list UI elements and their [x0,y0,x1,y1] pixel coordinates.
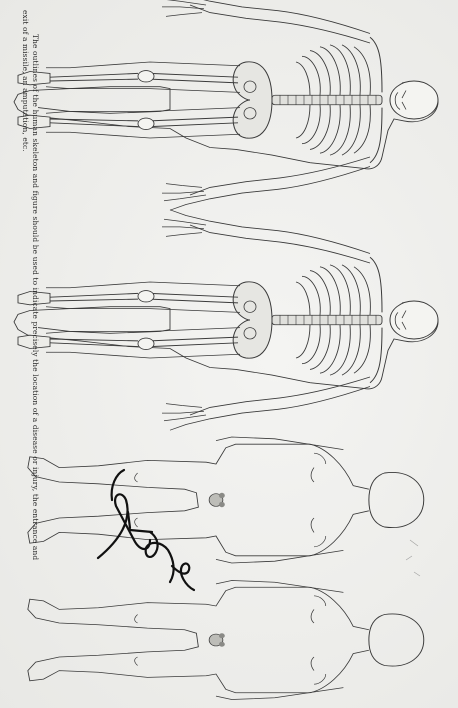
handwritten-signature [98,470,194,590]
body-outline-back-figure [28,581,424,700]
body-outline-front-figure [28,437,424,563]
figure-caption: The outlines of the human skeleton and f… [20,10,40,700]
skeleton-back-figure [14,210,438,430]
skeleton-front-figure [14,0,438,210]
ink-marks [406,540,420,576]
caption-region: The outlines of the human skeleton and f… [4,10,40,700]
caption-line-2: exit of a missile, an amputation, etc. [20,10,30,700]
caption-line-1: The outlines of the human skeleton and f… [30,10,40,700]
